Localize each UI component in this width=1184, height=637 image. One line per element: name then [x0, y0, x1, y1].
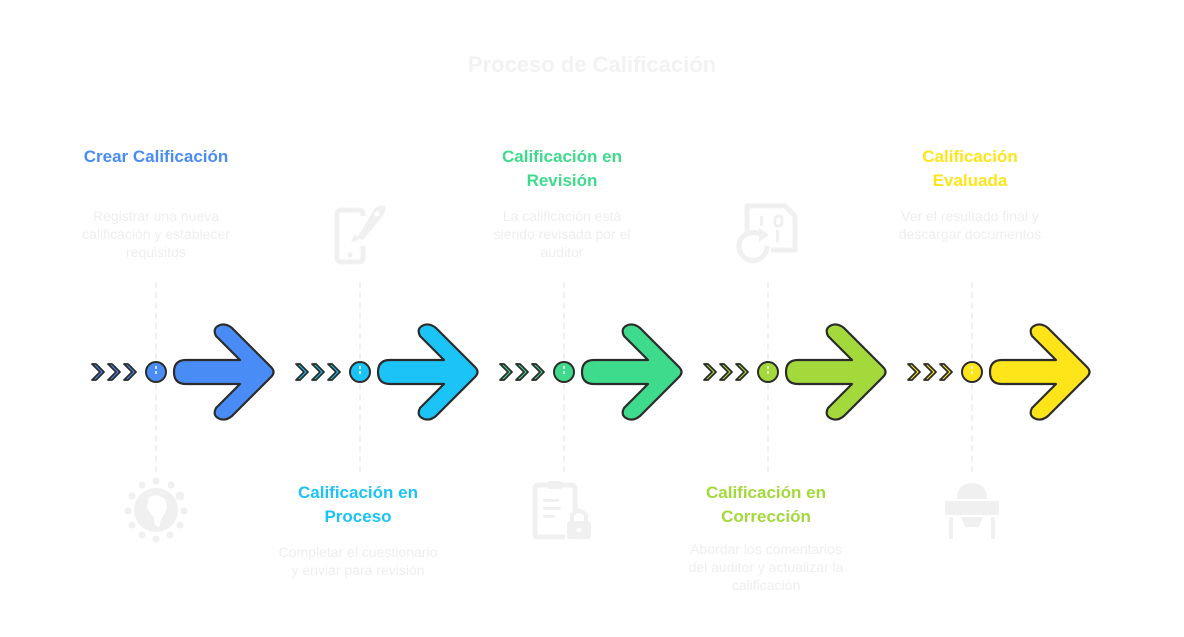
chevron-icon	[499, 363, 513, 381]
step-1-title: Crear Calificación	[83, 147, 229, 166]
step-2-title: Calificación en Proceso	[298, 483, 418, 526]
step-3-title: Calificación en Revisión	[502, 147, 622, 190]
chevron-icon	[923, 363, 937, 381]
chevron-icon	[531, 363, 545, 381]
arrow-right-icon	[376, 323, 479, 421]
step-5-title: Calificación Evaluada	[922, 147, 1018, 190]
step-2-arrow-group	[295, 323, 479, 421]
globe-africa-icon	[124, 477, 188, 543]
chevron-icon	[907, 363, 921, 381]
chevron-icon	[719, 363, 733, 381]
chevron-icon	[295, 363, 309, 381]
step-3-description: La calificación está siendo revisada por…	[493, 208, 631, 260]
step-5-description: Ver el resultado final y descargar docum…	[898, 208, 1042, 242]
step-1-arrow-group	[91, 323, 275, 421]
arrow-right-icon	[988, 323, 1091, 421]
chevron-icon	[735, 363, 749, 381]
step-4-title: Calificación en Corrección	[706, 483, 826, 526]
step-5-arrow-group	[907, 323, 1091, 421]
chevron-icon	[703, 363, 717, 381]
chevron-icon	[91, 363, 105, 381]
step-4-arrow-group	[703, 323, 887, 421]
step-1-description: Registrar una nueva calificación y estab…	[82, 208, 230, 260]
binary-file-refresh-icon	[736, 203, 798, 263]
chevron-icon	[515, 363, 529, 381]
high-chair-icon	[945, 483, 999, 539]
chevron-icon	[311, 363, 325, 381]
chevron-icon	[939, 363, 953, 381]
phone-rocket-icon	[334, 205, 386, 265]
chevron-icon	[123, 363, 137, 381]
clipboard-lock-icon	[532, 481, 593, 541]
step-2-description: Completar el cuestionario y enviar para …	[278, 544, 438, 578]
arrow-right-icon	[172, 323, 275, 421]
chevron-icon	[327, 363, 341, 381]
diagram-title: Proceso de Calificación	[467, 52, 717, 77]
arrow-right-icon	[580, 323, 683, 421]
chevron-icon	[107, 363, 121, 381]
arrow-right-icon	[784, 323, 887, 421]
step-4-description: Abordar los comentarios del auditor y ac…	[688, 541, 844, 593]
step-3-arrow-group	[499, 323, 683, 421]
